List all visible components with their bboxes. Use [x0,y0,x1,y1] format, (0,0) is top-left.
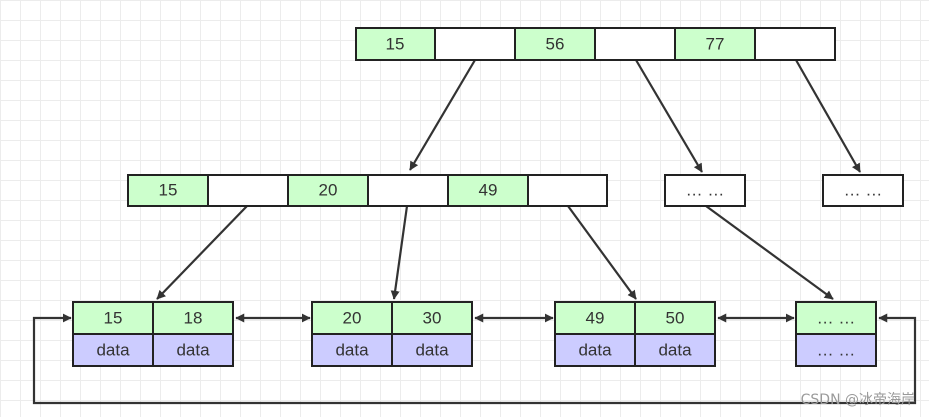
root-key-3: 77 [706,35,725,54]
leaf-data: data [335,341,369,360]
watermark: CSDN @冰帝海岸 [800,392,915,408]
leaf-key: 49 [586,309,605,328]
internal-key-cell [127,174,209,207]
ellipsis-node-label: … … [844,181,883,200]
leaf-data: … … [817,341,856,360]
ellipsis-node-1: … … [664,174,746,207]
root-key-1: 15 [386,35,405,54]
leaf-node-3: 49 50 data data [554,301,716,367]
root-to-ellipsis-1-arrow [635,59,703,173]
leaf-data: data [578,341,612,360]
leaf-data: data [415,341,449,360]
leaf-data-cell [311,333,393,367]
leaf-data: data [96,341,130,360]
root-to-ellipsis-2-arrow [795,59,861,173]
leaf-key: 15 [104,309,123,328]
leaf-key: 30 [423,309,442,328]
root-node: 15 56 77 [355,27,836,61]
internal-pointer-cell [207,174,289,207]
root-key-cell [355,27,436,61]
leaf-node-4: … … … … [795,301,877,367]
root-pointer-cell [754,27,836,61]
leaf-data-cell [152,333,234,367]
internal-key-3: 49 [479,181,498,200]
leaf-data-cell [554,333,636,367]
root-to-level2-arrow [409,59,476,171]
leaf-key: … … [817,309,856,328]
root-key-2: 56 [546,35,565,54]
leaf-data: data [658,341,692,360]
edges [32,59,917,405]
leaf-key-cell [795,301,877,335]
root-pointer-cell [594,27,676,61]
leaf-data-cell [391,333,473,367]
ellipsis-node-box [822,174,904,207]
level2-to-leaf-2-arrow [390,205,409,300]
internal-key-cell [447,174,529,207]
leaf-data-cell [795,333,877,367]
leaf-node-2: 20 30 data data [311,301,473,367]
ellipsis-node-2: … … [822,174,904,207]
internal-node: 15 20 49 [127,174,608,207]
ellipsis-to-leaf-4-arrow [705,205,834,300]
root-pointer-cell [434,27,516,61]
leaf-key-cell [311,301,393,335]
leaf-data-cell [634,333,716,367]
leaf-key: 20 [343,309,362,328]
level2-to-leaf-3-arrow [567,205,637,300]
internal-key-1: 15 [159,181,178,200]
leaf-key-cell [554,301,636,335]
internal-key-2: 20 [319,181,338,200]
ellipsis-node-box [664,174,746,207]
leaf-key-cell [152,301,234,335]
internal-pointer-cell [367,174,449,207]
level2-to-leaf-1-arrow [156,205,248,300]
internal-key-cell [287,174,369,207]
internal-pointer-cell [527,174,608,207]
leaf-key-cell [391,301,473,335]
leaf-data-cell [72,333,154,367]
leaf-key-cell [72,301,154,335]
ellipsis-node-label: … … [686,181,725,200]
leaf-wraparound-link [32,313,917,405]
leaf-node-1: 15 18 data data [72,301,234,367]
leaf-data: data [176,341,210,360]
leaf-key: 18 [184,309,203,328]
leaf-key: 50 [666,309,685,328]
root-key-cell [514,27,596,61]
